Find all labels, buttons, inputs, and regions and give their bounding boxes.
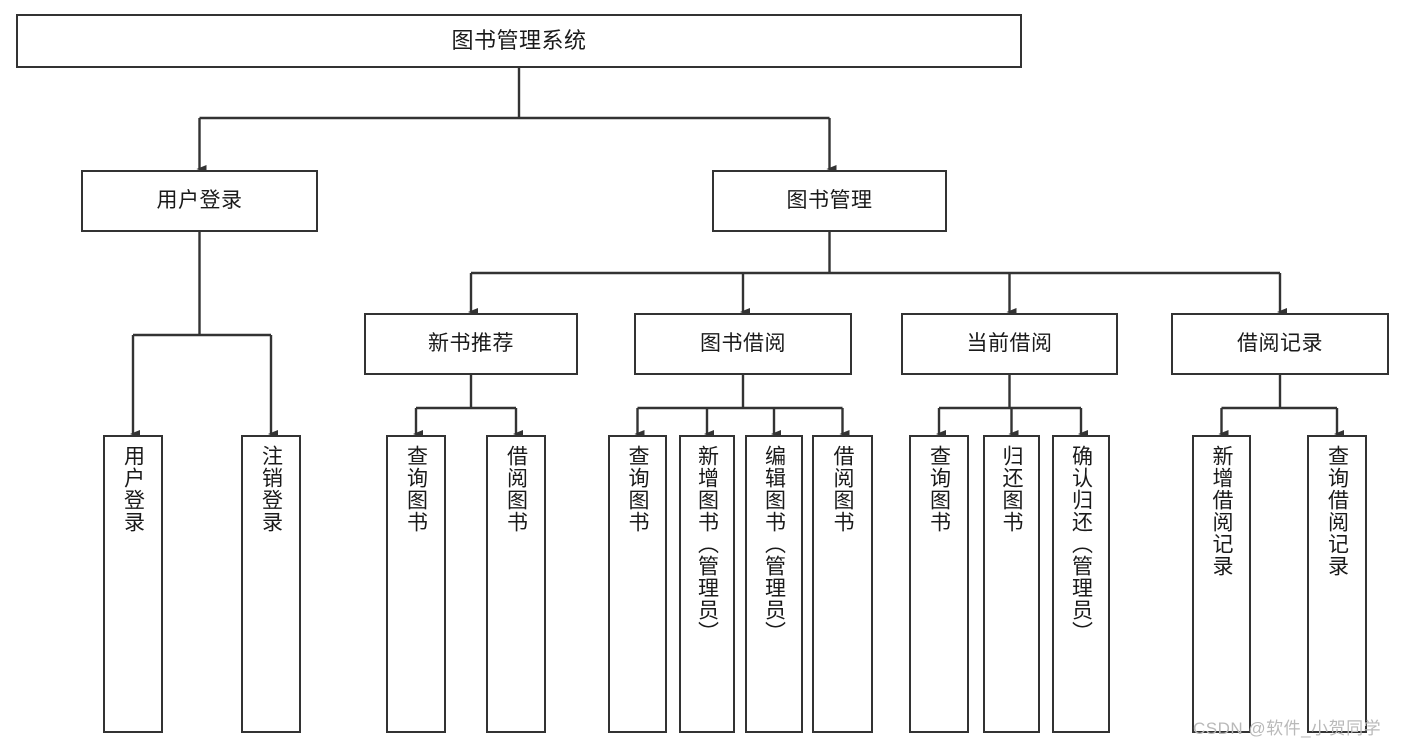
- node-leaf-query-book-1[interactable]: 查询图书: [386, 435, 446, 733]
- node-leaf-add-record[interactable]: 新增借阅记录: [1192, 435, 1251, 733]
- node-leaf-query-book-2[interactable]: 查询图书: [608, 435, 667, 733]
- node-label: 注销登录: [259, 445, 283, 533]
- node-leaf-user-logout[interactable]: 注销登录: [241, 435, 301, 733]
- node-label: 借阅记录: [1237, 331, 1323, 355]
- node-label: 图书管理系统: [451, 28, 587, 54]
- node-l1-user-login[interactable]: 用户登录: [81, 170, 318, 232]
- node-leaf-return-book[interactable]: 归还图书: [983, 435, 1040, 733]
- node-leaf-query-record[interactable]: 查询借阅记录: [1307, 435, 1367, 733]
- node-label: 新书推荐: [428, 331, 514, 355]
- node-label: 用户登录: [121, 445, 145, 533]
- node-label: 借阅图书: [831, 445, 855, 533]
- node-leaf-add-book[interactable]: 新增图书（管理员）: [679, 435, 735, 733]
- node-label: 查询图书: [927, 445, 951, 533]
- node-l2-current-borrow[interactable]: 当前借阅: [901, 313, 1118, 375]
- node-label: 新增图书（管理员）: [695, 445, 719, 643]
- node-label: 查询图书: [404, 445, 428, 533]
- node-label: 借阅图书: [504, 445, 528, 533]
- node-leaf-query-book-3[interactable]: 查询图书: [909, 435, 969, 733]
- node-label: 图书借阅: [700, 331, 786, 355]
- node-leaf-edit-book[interactable]: 编辑图书（管理员）: [745, 435, 803, 733]
- watermark-text: CSDN @软件_小贺同学: [1193, 719, 1382, 738]
- node-label: 编辑图书（管理员）: [762, 445, 786, 643]
- node-leaf-user-login[interactable]: 用户登录: [103, 435, 163, 733]
- node-leaf-borrow-book-2[interactable]: 借阅图书: [812, 435, 873, 733]
- node-leaf-borrow-book-1[interactable]: 借阅图书: [486, 435, 546, 733]
- node-label: 查询借阅记录: [1325, 445, 1349, 577]
- node-leaf-confirm-return[interactable]: 确认归还（管理员）: [1052, 435, 1110, 733]
- node-label: 查询图书: [626, 445, 650, 533]
- node-label: 用户登录: [156, 188, 243, 212]
- node-label: 确认归还（管理员）: [1069, 445, 1093, 643]
- node-label: 归还图书: [1000, 445, 1024, 533]
- node-l2-book-borrow[interactable]: 图书借阅: [634, 313, 852, 375]
- node-root[interactable]: 图书管理系统: [16, 14, 1022, 68]
- node-label: 当前借阅: [966, 331, 1053, 355]
- node-label: 新增借阅记录: [1210, 445, 1234, 577]
- node-l2-borrow-record[interactable]: 借阅记录: [1171, 313, 1389, 375]
- node-l2-new-book-rec[interactable]: 新书推荐: [364, 313, 578, 375]
- edge-group: [130, 68, 1344, 438]
- node-label: 图书管理: [786, 188, 873, 212]
- node-l1-book-manage[interactable]: 图书管理: [712, 170, 947, 232]
